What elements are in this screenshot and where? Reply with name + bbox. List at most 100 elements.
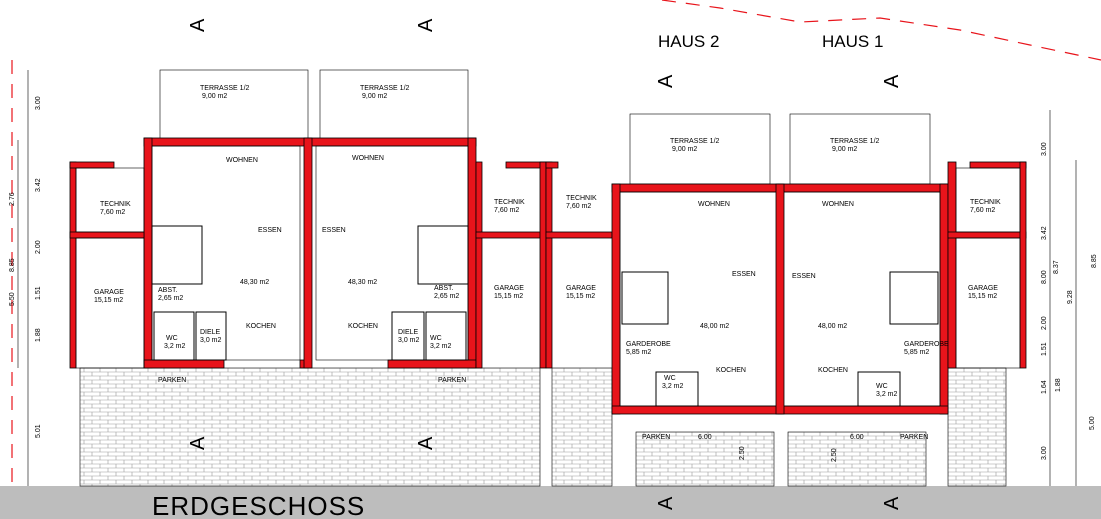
wc-label-3: WC	[664, 375, 676, 382]
section-a-haus1-top: A	[881, 74, 903, 88]
garage-label-2: GARAGE	[494, 285, 524, 292]
area-label-4: 48,00 m2	[818, 323, 847, 330]
section-a-top-1: A	[187, 18, 209, 32]
diele-area-1: 3,0 m2	[200, 337, 222, 344]
dim-left-0: 3.00	[35, 96, 42, 110]
garage-area-2: 15,15 m2	[494, 293, 523, 300]
kochen-label-1: KOCHEN	[246, 323, 276, 330]
section-a-bottom-2: A	[415, 436, 437, 450]
terrasse-label-3: TERRASSE 1/2	[670, 138, 720, 145]
abst-area-2: 2,65 m2	[434, 293, 459, 300]
dim-left-8: 5.01	[35, 424, 42, 438]
dim-right-6: 8.85	[1091, 254, 1098, 268]
wc-area-3: 3,2 m2	[662, 383, 684, 390]
section-a-haus2-bottom: A	[655, 496, 677, 510]
paving-mid	[551, 367, 613, 487]
parking-depth-1: 2.50	[739, 446, 746, 460]
terrasse-area-2: 9,00 m2	[362, 93, 387, 100]
dim-right-2: 8.37	[1053, 260, 1060, 274]
wc-label-1: WC	[166, 335, 178, 342]
wohnen-label-2: WOHNEN	[352, 155, 384, 162]
wc-label-4: WC	[876, 383, 888, 390]
garage-area-3: 15,15 m2	[566, 293, 595, 300]
wohnen-label-1: WOHNEN	[226, 157, 258, 164]
dim-left-3: 2.00	[35, 240, 42, 254]
floor-title: ERDGESCHOSS	[152, 491, 365, 519]
wc-label-2: WC	[430, 335, 442, 342]
section-a-haus1-bottom: A	[881, 496, 903, 510]
kochen-label-2: KOCHEN	[348, 323, 378, 330]
garage-label-4: GARAGE	[968, 285, 998, 292]
dim-right-0: 3.00	[1041, 142, 1048, 156]
dim-left-1: 2.76	[9, 192, 16, 206]
essen-label-4: ESSEN	[792, 273, 816, 280]
house-left-b	[307, 69, 477, 369]
abst-label-1: ABST.	[158, 287, 178, 294]
garderobe-label-2: GARDEROBE	[904, 341, 949, 348]
area-label-3: 48,00 m2	[700, 323, 729, 330]
house-label-haus1: HAUS 1	[822, 32, 883, 51]
section-a-haus2-top: A	[655, 74, 677, 88]
diele-label-1: DIELE	[200, 329, 221, 336]
house-haus2	[611, 113, 783, 415]
garderobe-area-2: 5,85 m2	[904, 349, 929, 356]
parking-haus1	[787, 431, 927, 487]
annex-left	[69, 161, 145, 369]
garage-area-1: 15,15 m2	[94, 297, 123, 304]
kochen-label-3: KOCHEN	[716, 367, 746, 374]
garage-label-3: GARAGE	[566, 285, 596, 292]
technik-area-1: 7,60 m2	[100, 209, 125, 216]
technik-label-4: TECHNIK	[970, 199, 1001, 206]
dim-right-4: 2.00	[1041, 316, 1048, 330]
paving-left	[79, 367, 541, 487]
section-a-bottom-1: A	[187, 436, 209, 450]
diele-area-2: 3,0 m2	[398, 337, 420, 344]
dim-left-2: 3.42	[35, 178, 42, 192]
dim-left-7: 5.50	[9, 292, 16, 306]
parken-label-3: PARKEN	[642, 434, 670, 441]
area-label-1: 48,30 m2	[240, 279, 269, 286]
dim-right-1: 3.42	[1041, 226, 1048, 240]
section-a-top-2: A	[415, 18, 437, 32]
terrasse-label-1: TERRASSE 1/2	[200, 85, 250, 92]
parking-width-2: 6.00	[850, 434, 864, 441]
paving-right	[947, 367, 1007, 487]
area-label-2: 48,30 m2	[348, 279, 377, 286]
wc-area-1: 3,2 m2	[164, 343, 186, 350]
dim-right-7: 1.51	[1041, 342, 1048, 356]
wohnen-label-4: WOHNEN	[822, 201, 854, 208]
wohnen-label-3: WOHNEN	[698, 201, 730, 208]
house-left-a	[143, 69, 309, 369]
technik-area-4: 7,60 m2	[970, 207, 995, 214]
terrasse-area-4: 9,00 m2	[832, 146, 857, 153]
essen-label-3: ESSEN	[732, 271, 756, 278]
dim-left-6: 8.85	[9, 258, 16, 272]
ground-strip	[0, 486, 1101, 519]
garderobe-area-1: 5,85 m2	[626, 349, 651, 356]
party-wall-right	[775, 183, 785, 415]
property-boundary	[661, 0, 1101, 61]
parking-haus2	[635, 431, 775, 487]
annex-right	[947, 161, 1027, 369]
parking-width-1: 6.00	[698, 434, 712, 441]
kochen-label-4: KOCHEN	[818, 367, 848, 374]
parken-label-1: PARKEN	[158, 377, 186, 384]
dim-right-8: 1.64	[1041, 380, 1048, 394]
terrasse-area-3: 9,00 m2	[672, 146, 697, 153]
essen-label-1: ESSEN	[258, 227, 282, 234]
parking-depth-2: 2.50	[831, 448, 838, 462]
technik-label-1: TECHNIK	[100, 201, 131, 208]
diele-label-2: DIELE	[398, 329, 419, 336]
garage-area-4: 15,15 m2	[968, 293, 997, 300]
garderobe-label-1: GARDEROBE	[626, 341, 671, 348]
dim-left-4: 1.51	[35, 286, 42, 300]
dim-right-3: 8.00	[1041, 270, 1048, 284]
terrasse-label-2: TERRASSE 1/2	[360, 85, 410, 92]
terrasse-label-4: TERRASSE 1/2	[830, 138, 880, 145]
house-label-haus2: HAUS 2	[658, 32, 719, 51]
parken-label-2: PARKEN	[438, 377, 466, 384]
parken-label-4: PARKEN	[900, 434, 928, 441]
terrasse-area-1: 9,00 m2	[202, 93, 227, 100]
dim-right-11: 3.00	[1041, 446, 1048, 460]
